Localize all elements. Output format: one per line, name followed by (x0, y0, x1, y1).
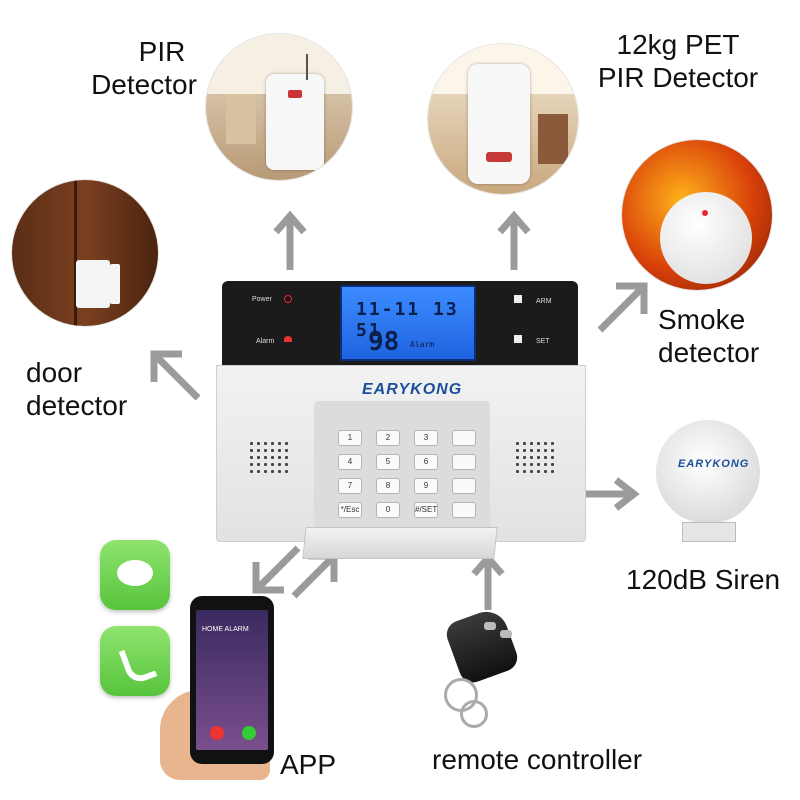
door-detector-image (12, 180, 158, 326)
keypad-key[interactable] (452, 478, 476, 494)
door-label-line2: detector (26, 390, 128, 421)
power-indicator-label: Power (252, 296, 272, 303)
pet-pir-detector-label: 12kg PET PIR Detector (588, 28, 768, 94)
siren-image: EARYKONG (648, 410, 768, 542)
messages-app-icon[interactable] (100, 540, 170, 610)
remote-controller-image (438, 605, 528, 728)
left-speaker-grille (248, 440, 288, 476)
set-indicator-label: SET (536, 338, 550, 345)
keypad-key[interactable]: #/SET (414, 502, 438, 518)
chat-bubble-icon (117, 560, 153, 586)
lcd-screen: 11-11 13 51 98 Alarm (340, 285, 476, 361)
right-speaker-grille (514, 440, 554, 476)
decline-call-icon (210, 726, 224, 740)
panel-brand-logo: EARYKONG (362, 381, 463, 398)
arrow-up-left-icon (273, 210, 307, 270)
phone-screen-title: HOME ALARM (202, 626, 249, 633)
pir-label-line2: Detector (91, 69, 197, 100)
set-icon (514, 335, 522, 343)
pir-detector-image (206, 34, 352, 180)
keypad-key[interactable]: 5 (376, 454, 400, 470)
keypad-key[interactable]: */Esc (338, 502, 362, 518)
power-icon (284, 295, 292, 303)
smoke-label-line2: detector (658, 337, 760, 368)
keypad-key[interactable]: 2 (376, 430, 400, 446)
phone-handset-icon (118, 642, 158, 686)
pet-pir-detector-image (428, 44, 578, 194)
keypad-cover-flap[interactable] (302, 527, 498, 559)
arrow-to-door-icon (150, 350, 201, 401)
app-label: APP (280, 749, 337, 780)
arm-indicator-label: ARM (536, 298, 552, 305)
lcd-zone-number: 98 (368, 327, 400, 357)
keypad-key[interactable]: 1 (338, 430, 362, 446)
smoke-detector-label: Smoke detector (658, 303, 798, 369)
keypad-key[interactable] (452, 454, 476, 470)
keypad-key[interactable] (452, 430, 476, 446)
pet-pir-label-line2: PIR Detector (597, 62, 759, 93)
pet-pir-label-line1: 12kg PET (616, 29, 740, 60)
arrow-to-smoke-icon (597, 282, 648, 333)
keypad-key[interactable] (452, 502, 476, 518)
keypad-key[interactable]: 7 (338, 478, 362, 494)
siren-brand-logo: EARYKONG (678, 458, 750, 470)
door-detector-label: door detector (26, 356, 166, 422)
keypad-key[interactable]: 4 (338, 454, 362, 470)
smoke-label-line1: Smoke (658, 304, 746, 335)
keypad-key[interactable]: 6 (414, 454, 438, 470)
phone-screen: HOME ALARM (196, 610, 268, 750)
home-icon (514, 295, 522, 303)
pir-detector-label: PIR Detector (88, 35, 200, 101)
pir-label-line1: PIR (138, 36, 186, 67)
remote-controller-label: remote controller (432, 744, 643, 775)
keypad-key[interactable]: 8 (376, 478, 400, 494)
accept-call-icon (242, 726, 256, 740)
keypad-key[interactable]: 0 (376, 502, 400, 518)
arrow-up-right-icon (497, 210, 531, 270)
arrow-to-app-icon (252, 545, 301, 594)
bell-icon (284, 336, 292, 342)
lcd-time: 11-11 13 51 (356, 299, 459, 341)
lcd-alarm-text: Alarm (410, 340, 435, 349)
arrow-to-siren-icon (580, 477, 640, 511)
phone-app-icon[interactable] (100, 626, 170, 696)
smartphone-image: HOME ALARM (190, 596, 274, 764)
keypad-key[interactable]: 3 (414, 430, 438, 446)
siren-label: 120dB Siren (626, 564, 781, 595)
door-label-line1: door (26, 357, 83, 388)
smoke-detector-image (622, 140, 772, 290)
arrow-from-remote-icon (471, 552, 505, 610)
alarm-indicator-label: Alarm (256, 338, 275, 345)
keypad-key[interactable]: 9 (414, 478, 438, 494)
